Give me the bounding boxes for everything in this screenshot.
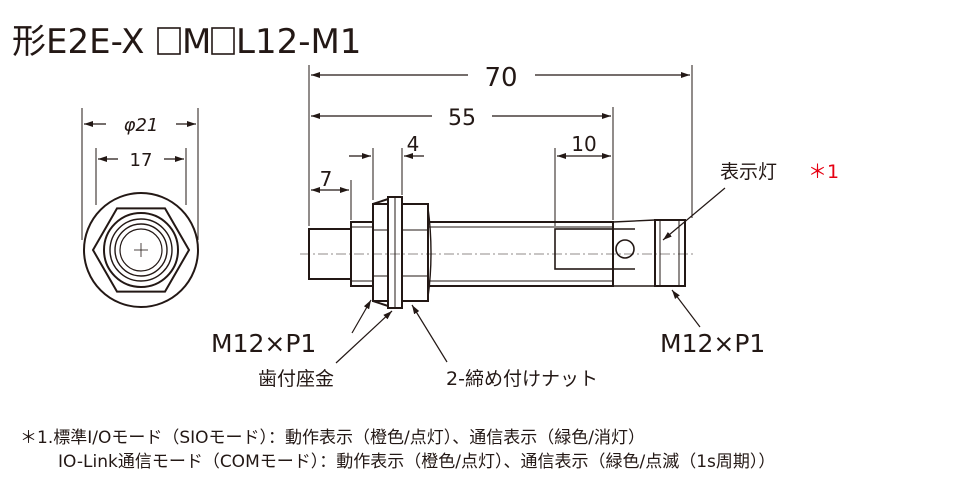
width-across-flats-label: 17: [130, 150, 153, 171]
model-title: 形E2E-X M L12-M1: [12, 22, 361, 62]
side-view: [300, 65, 726, 364]
title-mid: M: [182, 22, 211, 62]
thread-label-right: M12×P1: [660, 329, 765, 358]
window-length-label: 10: [571, 132, 596, 156]
footnotes: ＊1.標準I/Oモード（SIOモード）：動作表示（橙色/点灯）、通信表示（緑色/…: [20, 426, 775, 474]
title-suffix: L12-M1: [236, 22, 361, 62]
indicator-note-ref: ＊1: [808, 161, 839, 183]
front-view: [81, 108, 199, 308]
body-length-label: 55: [448, 106, 476, 131]
title-prefix: 形E2E-X: [12, 22, 144, 62]
overall-length-label: 70: [484, 63, 517, 93]
title-placeholder-box-2: [211, 27, 235, 55]
nut-label: 2-締め付けナット: [446, 368, 598, 390]
title-placeholder-box-1: [157, 27, 181, 55]
footnote-1-continued: IO-Link通信モード（COMモード）：動作表示（橙色/点灯）、通信表示（緑色…: [58, 452, 776, 472]
washer-thickness-label: 4: [407, 132, 420, 156]
indicator-label: 表示灯: [720, 161, 777, 183]
diameter-dimension-label: φ21: [124, 115, 159, 136]
tip-length-label: 7: [320, 167, 333, 191]
thread-label-left: M12×P1: [211, 329, 316, 358]
footnote-1: ＊1.標準I/Oモード（SIOモード）：動作表示（橙色/点灯）、通信表示（緑色/…: [20, 428, 645, 448]
toothed-washer-label: 歯付座金: [258, 368, 334, 390]
